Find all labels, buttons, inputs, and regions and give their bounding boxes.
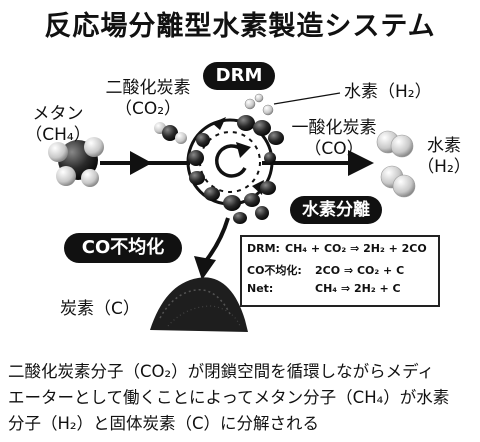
- description-line: 分子（H₂）と固体炭素（C）に分解される: [8, 414, 320, 433]
- equation-drm: DRM: CH₄ + CO₂ ⇒ 2H₂ + 2CO: [247, 242, 435, 255]
- co2-label: 二酸化炭素 （CO₂）: [98, 78, 198, 120]
- hydrogen-right-label-line2: （H₂）: [417, 157, 471, 177]
- carbon-output-arrow: [194, 217, 230, 280]
- equations-box: DRM: CH₄ + CO₂ ⇒ 2H₂ + 2CO CO不均化: 2CO ⇒ CO…: [240, 235, 440, 307]
- co-label-line2: （CO）: [304, 139, 364, 159]
- hydrogen-right-label: 水素 （H₂）: [416, 136, 472, 178]
- equation-key: CO不均化:: [247, 264, 302, 277]
- drm-badge: DRM: [203, 62, 275, 90]
- co-label: 一酸化炭素 （CO）: [284, 118, 384, 160]
- diagram-title: 反応場分離型水素製造システム: [44, 11, 436, 42]
- methane-label-line2: （CH₄）: [25, 125, 91, 145]
- equation-expr: CH₄ ⇒ 2H₂ + C: [315, 282, 401, 295]
- co-label-line1: 一酸化炭素: [291, 118, 377, 138]
- equation-net: Net: CH₄ ⇒ 2H₂ + C: [247, 282, 435, 295]
- equation-expr: CH₄ + CO₂ ⇒ 2H₂ + 2CO: [285, 242, 427, 255]
- description-line: 二酸化炭素分子（CO₂）が閉鎖空間を循環しながらメディ: [8, 362, 434, 381]
- methane-label-line1: メタン: [32, 104, 84, 124]
- hydrogen-right-label-line1: 水素: [427, 136, 461, 156]
- rising-h2-icon: [244, 92, 341, 116]
- cycle-icon: [215, 142, 251, 178]
- co2-molecule-icon: [154, 122, 187, 144]
- equation-expr: 2CO ⇒ CO₂ + C: [315, 264, 405, 277]
- reactor-particles: [188, 115, 284, 224]
- co-disproportionation-badge: CO不均化: [64, 233, 182, 263]
- h2-separation-badge: 水素分離: [290, 196, 382, 224]
- hydrogen-top-label: 水素（H₂）: [344, 82, 432, 102]
- main-flow-arrow: [100, 150, 374, 176]
- hydrogen-molecules-icon: [376, 130, 416, 198]
- methane-label: メタン （CH₄）: [20, 104, 96, 146]
- co2-label-line1: 二酸化炭素: [105, 78, 191, 98]
- equation-key: DRM:: [247, 242, 280, 255]
- co2-label-line2: （CO₂）: [114, 99, 182, 119]
- carbon-pile-icon: [150, 277, 248, 332]
- equation-key: Net:: [247, 282, 274, 295]
- carbon-label: 炭素（C）: [60, 299, 140, 319]
- description-line: エーターとして働くことによってメタン分子（CH₄）が水素: [8, 388, 450, 407]
- equation-co-disproportionation: CO不均化: 2CO ⇒ CO₂ + C: [247, 262, 435, 278]
- description-text: 二酸化炭素分子（CO₂）が閉鎖空間を循環しながらメディ エーターとして働くことに…: [8, 359, 474, 437]
- methane-molecule-icon: [48, 137, 104, 187]
